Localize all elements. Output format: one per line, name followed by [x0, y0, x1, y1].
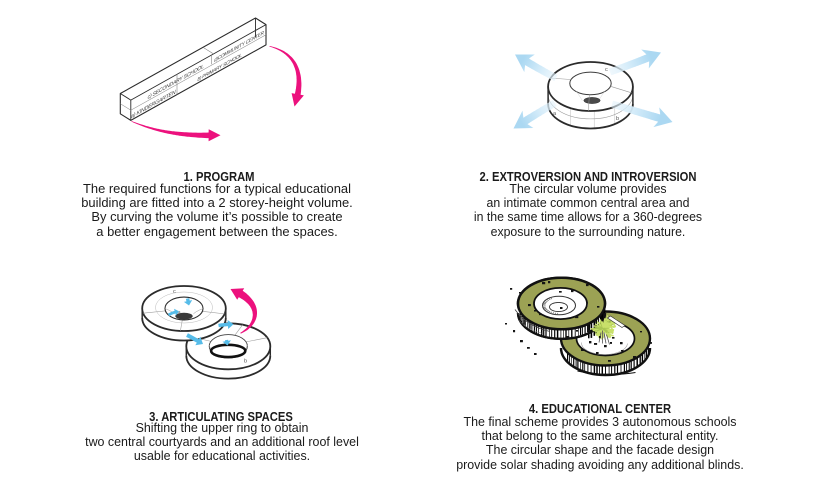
svg-text:c: c: [605, 67, 608, 73]
svg-text:b: b: [616, 116, 619, 122]
svg-text:c: c: [173, 289, 176, 295]
svg-text:a: a: [553, 111, 557, 117]
svg-text:a: a: [178, 310, 182, 316]
svg-text:b: b: [244, 359, 247, 365]
